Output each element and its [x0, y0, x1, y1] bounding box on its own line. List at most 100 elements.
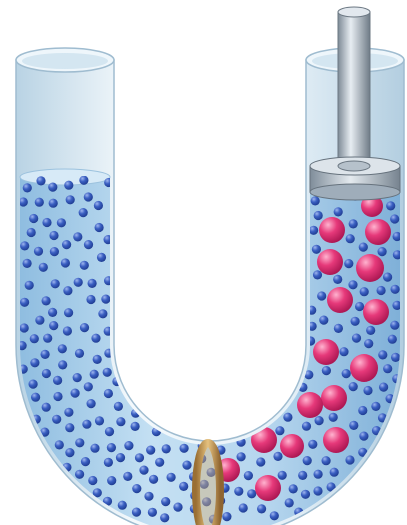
solvent-particle [162, 444, 171, 453]
solvent-particle [377, 286, 386, 295]
solvent-particle [314, 211, 323, 220]
solvent-particle [355, 302, 364, 311]
solvent-particle [345, 455, 354, 464]
solvent-particle [132, 507, 141, 516]
solvent-particle [84, 240, 93, 249]
solvent-particle [28, 380, 37, 389]
solute-particle [323, 427, 349, 453]
solvent-particle [358, 406, 367, 415]
solvent-particle [148, 508, 157, 517]
solvent-particle [49, 231, 58, 240]
solvent-particle [302, 422, 311, 431]
solute-particle [365, 219, 391, 245]
solute-particle [313, 339, 339, 365]
solvent-particle [317, 291, 326, 300]
solvent-particle [132, 484, 141, 493]
solvent-particle [48, 308, 57, 317]
solvent-particle [35, 198, 44, 207]
solvent-particle [131, 422, 140, 431]
solvent-particle [79, 208, 88, 217]
solvent-particle [49, 321, 58, 330]
solvent-particle [313, 486, 322, 495]
solvent-particle [57, 218, 66, 227]
solvent-particle [42, 296, 51, 305]
solvent-particle [104, 389, 113, 398]
solute-particle [255, 475, 281, 501]
semipermeable-membrane [196, 443, 220, 525]
solvent-particle [64, 181, 73, 190]
solvent-particle [139, 466, 148, 475]
solvent-particle [116, 417, 125, 426]
solvent-particle [349, 382, 358, 391]
solvent-particle [53, 392, 62, 401]
solvent-particle [244, 471, 253, 480]
solvent-particle [90, 370, 99, 379]
solvent-particle [20, 323, 29, 332]
solvent-particle [146, 446, 155, 455]
solvent-particle [107, 443, 116, 452]
solvent-particle [363, 386, 372, 395]
solvent-particle [386, 201, 395, 210]
solvent-particle [23, 183, 32, 192]
solvent-particle [75, 438, 84, 447]
solvent-particle [315, 416, 324, 425]
solvent-particle [53, 376, 62, 385]
solvent-particle [58, 344, 67, 353]
solvent-particle [49, 199, 58, 208]
solvent-particle [360, 287, 369, 296]
solvent-particle [61, 258, 70, 267]
piston-head [310, 157, 400, 200]
solvent-particle [313, 270, 322, 279]
solvent-particle [123, 472, 132, 481]
solute-particle [321, 385, 347, 411]
solvent-particle [283, 413, 292, 422]
solvent-particle [348, 280, 357, 289]
solvent-particle [379, 383, 388, 392]
solvent-particle [55, 440, 64, 449]
solvent-particle [103, 368, 112, 377]
solvent-particle [64, 408, 73, 417]
solvent-particle [48, 183, 57, 192]
solvent-particle [155, 458, 164, 467]
solvent-particle [95, 416, 104, 425]
solvent-particle [52, 415, 61, 424]
solvent-particle [51, 279, 60, 288]
solvent-particle [378, 350, 387, 359]
solvent-particle [285, 498, 294, 507]
solvent-particle [359, 243, 368, 252]
solvent-particle [74, 278, 83, 287]
solvent-particle [39, 263, 48, 272]
solvent-particle [329, 413, 338, 422]
solvent-particle [378, 247, 387, 256]
solvent-particle [352, 334, 361, 343]
solvent-particle [388, 335, 397, 344]
solvent-particle [58, 360, 67, 369]
solvent-particle [278, 471, 287, 480]
solute-particle [280, 434, 304, 458]
solvent-particle [114, 402, 123, 411]
solvent-particle [270, 511, 279, 520]
solvent-particle [371, 402, 380, 411]
solvent-particle [322, 456, 331, 465]
solvent-particle [65, 423, 74, 432]
solvent-particle [383, 364, 392, 373]
solvent-particle [97, 253, 106, 262]
solvent-particle [63, 286, 72, 295]
solvent-particle [42, 403, 51, 412]
solvent-particle [75, 349, 84, 358]
solvent-particle [135, 453, 144, 462]
solvent-particle [29, 214, 38, 223]
solvent-particle [339, 347, 348, 356]
solvent-particle [25, 281, 34, 290]
solvent-particle [71, 389, 80, 398]
solvent-particle [346, 234, 355, 243]
solvent-particle [81, 457, 90, 466]
solvent-particle [289, 484, 298, 493]
solvent-particle [86, 295, 95, 304]
solvent-particle [65, 448, 74, 457]
solvent-particle [234, 487, 243, 496]
solvent-particle [93, 355, 102, 364]
solvent-particle [247, 489, 256, 498]
solvent-particle [298, 471, 307, 480]
